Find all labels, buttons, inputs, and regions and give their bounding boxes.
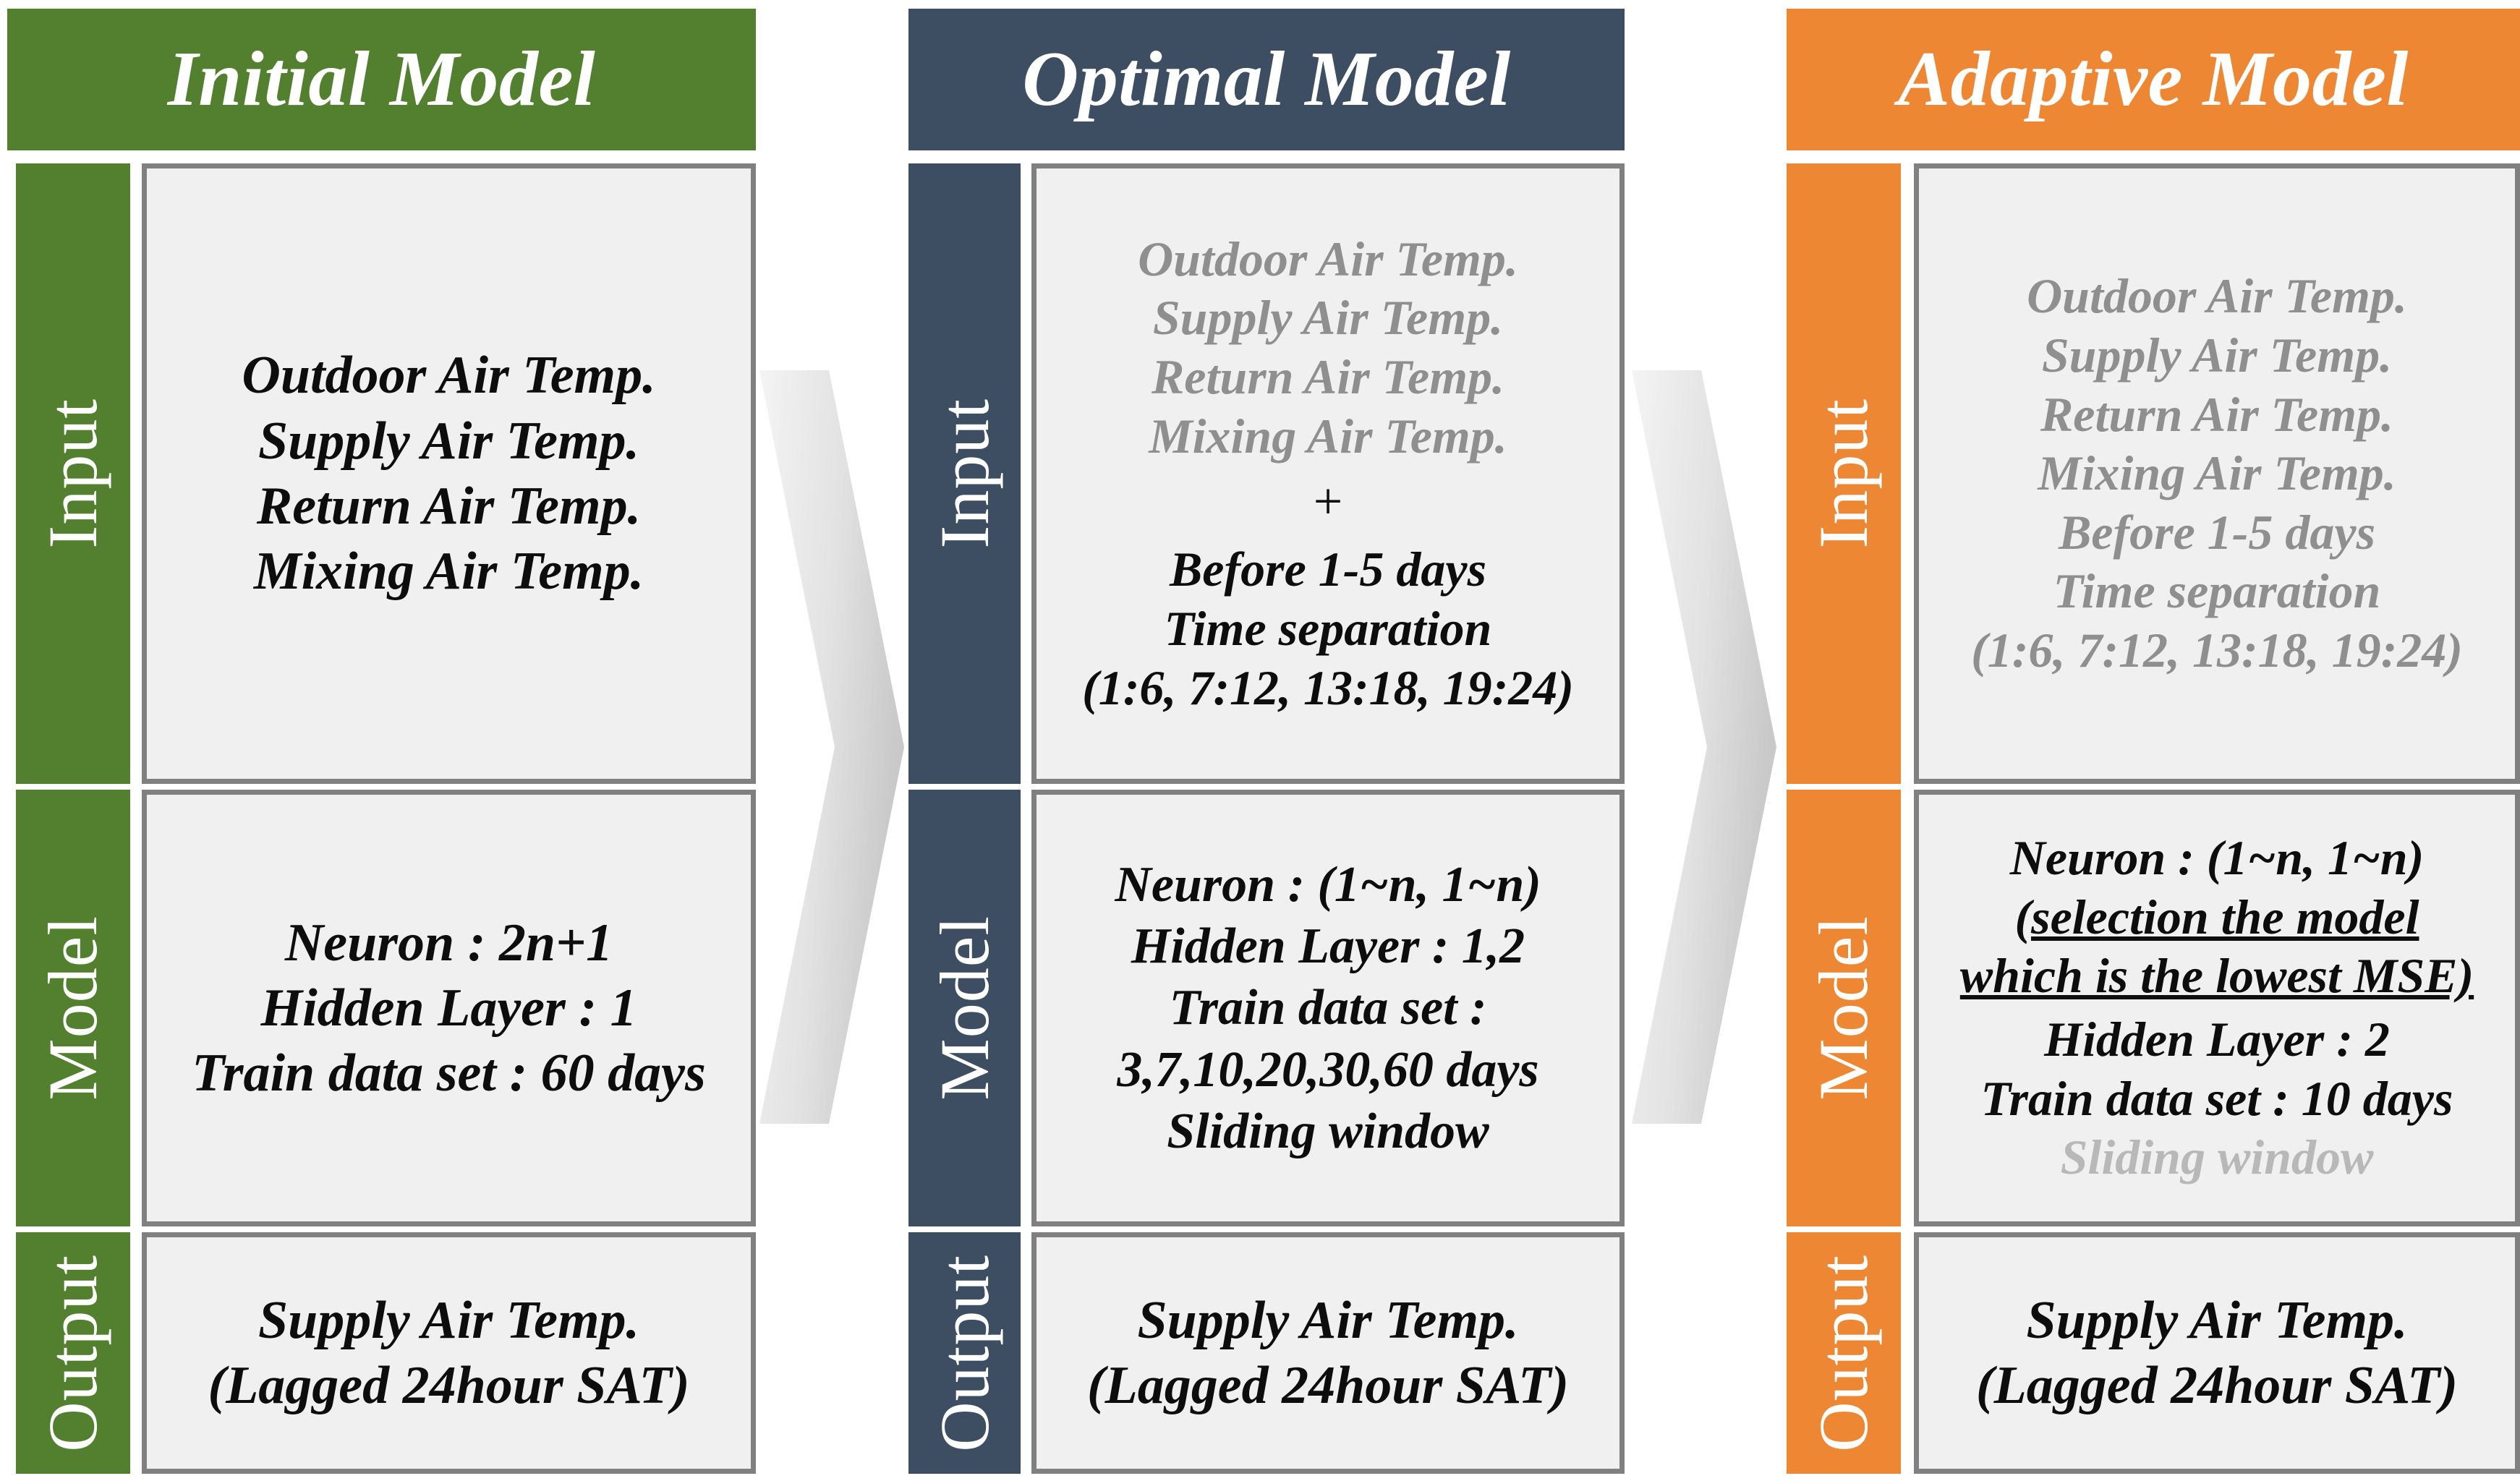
content-line: Hidden Layer : 1	[260, 978, 637, 1038]
row-label-input: Input	[34, 398, 111, 549]
column-title-optimal: Optimal Model	[1022, 36, 1511, 122]
content-line: Outdoor Air Temp.	[242, 346, 656, 406]
content-line: which is the lowest MSE)	[1959, 948, 2474, 1004]
content-line: Train data set :	[1169, 980, 1487, 1036]
column-header-adaptive-model: Adaptive Model	[1787, 9, 2520, 150]
content-line: Train data set : 10 days	[1980, 1070, 2453, 1126]
content-line: (1:6, 7:12, 13:18, 19:24)	[1082, 660, 1574, 715]
content-line: Supply Air Temp.	[258, 1290, 639, 1350]
content-line: Return Air Temp.	[2040, 386, 2394, 442]
content-line: Supply Air Temp.	[1137, 1290, 1519, 1350]
content-line: Before 1-5 days	[2058, 504, 2376, 560]
row-label-bar-initial-input: Input	[16, 163, 130, 784]
content-line: Mixing Air Temp.	[253, 542, 644, 602]
chevron-right-icon	[759, 370, 904, 1124]
row-label-output: Output	[925, 1254, 1003, 1452]
content-line: (1:6, 7:12, 13:18, 19:24)	[1971, 622, 2463, 678]
content-line: Neuron : (1~n, 1~n)	[1115, 856, 1541, 913]
content-box-optimal-model: Neuron : (1~n, 1~n) Hidden Layer : 1,2 T…	[1031, 790, 1625, 1226]
content-box-initial-output: Supply Air Temp. (Lagged 24hour SAT)	[142, 1232, 756, 1474]
content-line: Supply Air Temp.	[1152, 290, 1504, 346]
content-line: Mixing Air Temp.	[2038, 445, 2396, 501]
content-box-optimal-input: Outdoor Air Temp. Supply Air Temp. Retur…	[1031, 163, 1625, 784]
content-box-adaptive-model: Neuron : (1~n, 1~n) (selection the model…	[1914, 790, 2520, 1226]
content-box-adaptive-input: Outdoor Air Temp. Supply Air Temp. Retur…	[1914, 163, 2520, 784]
row-label-bar-adaptive-input: Input	[1787, 163, 1901, 784]
column-title-adaptive: Adaptive Model	[1898, 36, 2409, 122]
content-line: Supply Air Temp.	[258, 411, 639, 471]
content-box-initial-model: Neuron : 2n+1 Hidden Layer : 1 Train dat…	[142, 790, 756, 1226]
row-label-bar-adaptive-output: Output	[1787, 1232, 1901, 1474]
row-label-model: Model	[34, 916, 111, 1101]
row-label-bar-optimal-model: Model	[908, 790, 1021, 1226]
row-label-bar-optimal-output: Output	[908, 1232, 1021, 1474]
content-line: Train data set : 60 days	[192, 1043, 706, 1104]
content-line: Neuron : 2n+1	[284, 913, 613, 973]
content-box-optimal-output: Supply Air Temp. (Lagged 24hour SAT)	[1031, 1232, 1625, 1474]
row-label-model: Model	[925, 916, 1003, 1101]
content-box-initial-input: Outdoor Air Temp. Supply Air Temp. Retur…	[142, 163, 756, 784]
content-line: Return Air Temp.	[256, 477, 642, 536]
content-line: Supply Air Temp.	[2026, 1290, 2408, 1350]
content-line: Hidden Layer : 1,2	[1131, 918, 1525, 974]
content-line: Time separation	[2053, 563, 2381, 619]
content-line: 3,7,10,20,30,60 days	[1117, 1041, 1539, 1098]
column-title-initial: Initial Model	[167, 36, 596, 122]
column-header-initial-model: Initial Model	[7, 9, 756, 150]
content-line: Return Air Temp.	[1151, 349, 1505, 405]
row-label-output: Output	[1805, 1254, 1882, 1452]
content-box-adaptive-output: Supply Air Temp. (Lagged 24hour SAT)	[1914, 1232, 2520, 1474]
row-label-input: Input	[1805, 398, 1882, 549]
content-line: Sliding window	[1167, 1104, 1489, 1160]
content-line: (Lagged 24hour SAT)	[1975, 1356, 2459, 1415]
row-label-bar-optimal-input: Input	[908, 163, 1021, 784]
row-label-input: Input	[925, 398, 1003, 549]
row-label-output: Output	[34, 1254, 111, 1452]
content-line: (Lagged 24hour SAT)	[1086, 1356, 1570, 1415]
row-label-bar-adaptive-model: Model	[1787, 790, 1901, 1226]
content-line: Outdoor Air Temp.	[1138, 231, 1518, 286]
content-line: Mixing Air Temp.	[1149, 408, 1507, 464]
row-label-model: Model	[1805, 916, 1882, 1101]
content-line: Outdoor Air Temp.	[2027, 268, 2407, 324]
content-line: Supply Air Temp.	[2041, 328, 2393, 383]
row-label-bar-initial-model: Model	[16, 790, 130, 1226]
chevron-right-icon	[1632, 370, 1776, 1124]
column-header-optimal-model: Optimal Model	[908, 9, 1625, 150]
row-label-bar-initial-output: Output	[16, 1232, 130, 1474]
plus-operator: +	[1313, 472, 1343, 531]
content-line: Time separation	[1164, 600, 1492, 656]
content-line: Neuron : (1~n, 1~n)	[2009, 830, 2425, 886]
content-line: Before 1-5 days	[1169, 542, 1487, 597]
content-line: Hidden Layer : 2	[2044, 1012, 2390, 1067]
content-line: Sliding window	[2060, 1130, 2374, 1185]
content-line: (Lagged 24hour SAT)	[208, 1356, 690, 1415]
content-line: (selection the model	[2014, 889, 2419, 944]
